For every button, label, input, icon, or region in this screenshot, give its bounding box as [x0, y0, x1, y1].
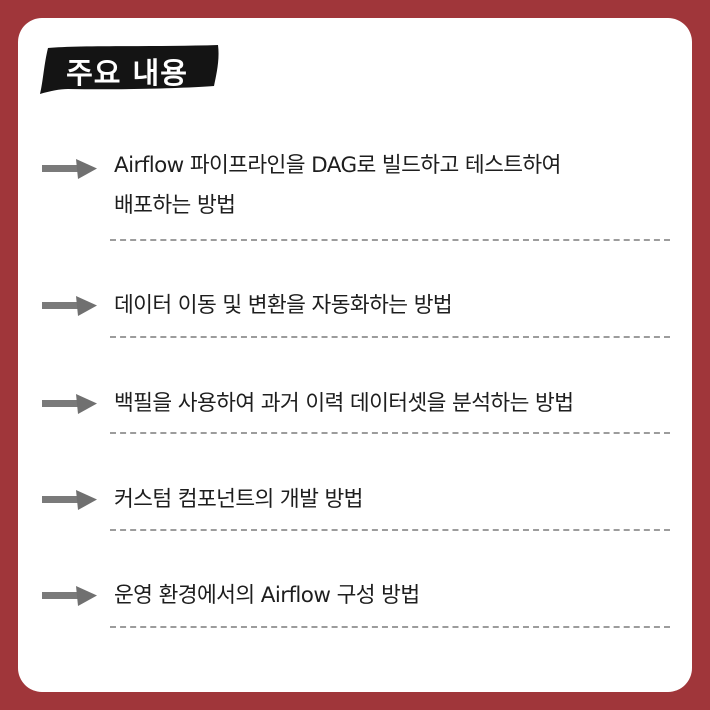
item-text: 운영 환경에서의 Airflow 구성 방법 — [114, 583, 420, 608]
item-text-line-1: Airflow 파이프라인을 DAG로 빌드하고 테스트하여 — [114, 153, 561, 178]
item-text: 데이터 이동 및 변환을 자동화하는 방법 — [114, 293, 453, 318]
arrow-right-icon — [42, 159, 97, 179]
title-badge: 주요 내용 — [38, 42, 222, 100]
arrow-right-icon — [42, 296, 97, 316]
content-card: 주요 내용 Airflow 파이프라인을 DAG로 빌드하고 테스트하여 배포하… — [18, 18, 692, 692]
divider — [110, 336, 670, 338]
item-text-line-2: 배포하는 방법 — [114, 193, 236, 218]
arrow-right-icon — [42, 586, 97, 606]
brush-stroke-background — [40, 45, 219, 94]
divider — [110, 626, 670, 628]
page-title: 주요 내용 — [66, 56, 188, 90]
divider — [110, 432, 670, 434]
item-text: 백필을 사용하여 과거 이력 데이터셋을 분석하는 방법 — [114, 391, 574, 416]
item-text: 커스텀 컴포넌트의 개발 방법 — [114, 487, 363, 512]
divider — [110, 529, 670, 531]
arrow-right-icon — [42, 490, 97, 510]
divider — [110, 239, 670, 241]
arrow-right-icon — [42, 394, 97, 414]
